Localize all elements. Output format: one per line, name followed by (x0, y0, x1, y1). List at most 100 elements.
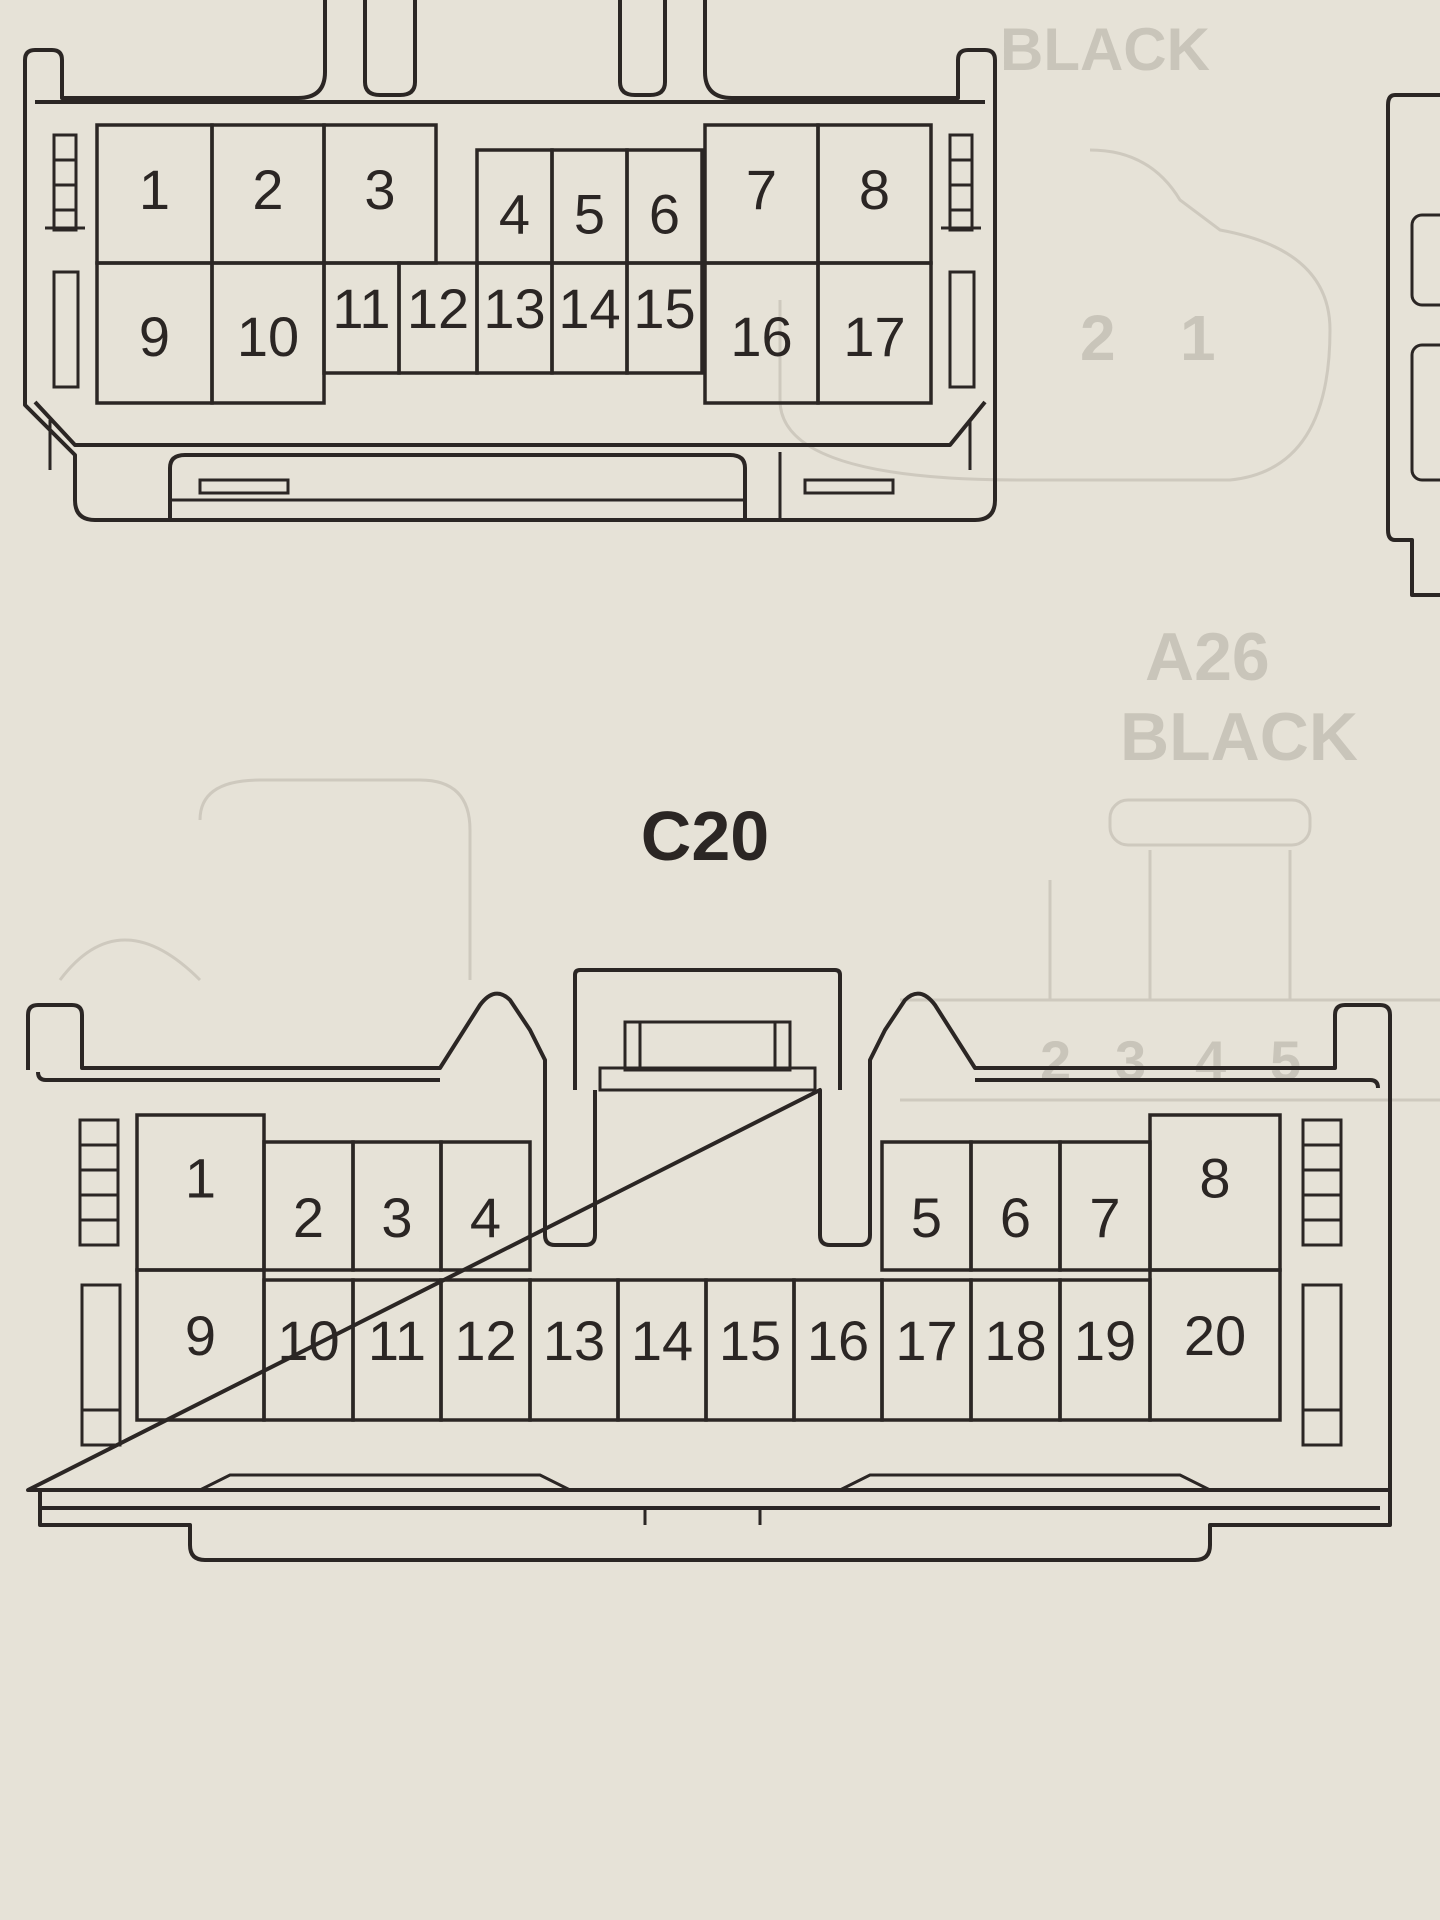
connector-c20-latch-left (78, 1118, 122, 1447)
c20-pin-12-label: 12 (454, 1309, 516, 1372)
top-pin-8-label: 8 (859, 158, 890, 221)
latch-right-slot (948, 270, 976, 389)
latch-right-ribs (941, 158, 981, 230)
top-pin-2-label: 2 (252, 158, 283, 221)
c20-pin-5: 5 (880, 1140, 973, 1272)
c20-pin-3-label: 3 (381, 1186, 412, 1249)
latch-left-ribs (80, 1143, 118, 1222)
top-pin-12: 12 (397, 261, 479, 375)
top-pin-4-label: 4 (499, 182, 530, 245)
top-pin-8: 8 (816, 123, 933, 265)
c20-pin-4-label: 4 (470, 1186, 501, 1249)
faint-a26-title: A26 (1145, 619, 1270, 695)
c20-pin-6: 6 (969, 1140, 1062, 1272)
lock-window-ribs (638, 1022, 777, 1068)
top-pin-12-label: 12 (407, 277, 469, 340)
top-pin-15-cavity (625, 261, 704, 375)
faint-top-color-label: BLACK (1000, 16, 1210, 83)
lock-window (623, 1020, 792, 1072)
top-pin-5: 5 (550, 148, 629, 265)
top-pin-17-cavity (816, 261, 933, 405)
c20-pin-4: 4 (439, 1140, 532, 1272)
connector-c20-bottom-center-mark (643, 1508, 762, 1525)
c20-pin-2: 2 (262, 1140, 355, 1272)
partial-connector-outline (1386, 93, 1440, 597)
top-pin-11-label: 11 (332, 277, 390, 340)
top-pin-14: 14 (550, 261, 629, 375)
top-pin-11: 11 (322, 261, 401, 375)
top-pin-17-label: 17 (843, 305, 905, 368)
top-pin-1: 1 (95, 123, 214, 265)
top-pin-3-label: 3 (364, 158, 395, 221)
top-pin-7: 7 (703, 123, 820, 265)
faint-row-pin-3: 3 (1115, 1029, 1146, 1092)
c20-pin-19-label: 19 (1074, 1309, 1136, 1372)
faint-pin-2: 2 (1080, 302, 1116, 374)
connector-c20-latch-right (1301, 1118, 1343, 1447)
faint-left-curve (58, 938, 202, 982)
c20-pin-9-label: 9 (185, 1304, 216, 1367)
top-pin-10-label: 10 (237, 305, 299, 368)
c20-pin-14-label: 14 (631, 1309, 693, 1372)
faint-row-pin-5: 5 (1270, 1029, 1301, 1092)
connector-c20-lock (598, 1020, 817, 1092)
c20-pin-5-label: 5 (911, 1186, 942, 1249)
c20-pin-12: 12 (439, 1278, 532, 1422)
c20-pin-13: 13 (528, 1278, 620, 1422)
connector-top-bottom-slot-left (198, 478, 290, 495)
faint-row-pin-4: 4 (1195, 1029, 1226, 1092)
connector-c20-bottom-tab-left (199, 1473, 571, 1492)
connector-top-lower-rim (33, 400, 987, 447)
latch-right-slot (1301, 1283, 1343, 1447)
faint-a26-body (900, 850, 1440, 1102)
c20-pin-17-label: 17 (895, 1309, 957, 1372)
c20-pin-18: 18 (969, 1278, 1062, 1422)
c20-pin-16: 16 (792, 1278, 884, 1422)
connector-top-bottom-slot-right (803, 478, 895, 495)
c20-pin-18-label: 18 (984, 1309, 1046, 1372)
c20-pin-1: 1 (135, 1113, 266, 1272)
partial-connector-slot-lower (1410, 343, 1440, 482)
c20-pin-7-label: 7 (1089, 1186, 1120, 1249)
latch-right-ribs (1303, 1143, 1341, 1222)
top-pin-14-label: 14 (558, 277, 620, 340)
connector-top-side-ribs (48, 420, 972, 470)
top-pin-15-label: 15 (633, 277, 695, 340)
faint-a26-color: BLACK (1120, 699, 1358, 775)
top-pin-17: 17 (816, 261, 933, 405)
c20-pin-20-label: 20 (1184, 1304, 1246, 1367)
connector-c20-rim-right (975, 1078, 1380, 1089)
c20-pin-11-label: 11 (368, 1309, 426, 1372)
c20-pin-4-cavity (439, 1140, 532, 1272)
top-pin-16: 16 (703, 261, 820, 405)
c20-pin-13-label: 13 (543, 1309, 605, 1372)
c20-pin-8: 8 (1148, 1113, 1282, 1272)
top-pin-16-label: 16 (730, 305, 792, 368)
c20-pin-19: 19 (1058, 1278, 1152, 1422)
top-pin-6-label: 6 (649, 182, 680, 245)
c20-pin-15-label: 15 (719, 1309, 781, 1372)
top-pin-3: 3 (322, 123, 438, 265)
latch-left-slot (52, 270, 80, 389)
top-pin-2: 2 (210, 123, 326, 265)
c20-pin-10-label: 10 (277, 1309, 339, 1372)
faint-row-pin-2: 2 (1040, 1029, 1071, 1092)
faint-left-shape (198, 778, 472, 980)
faint-a26-latch (1108, 798, 1312, 847)
c20-pin-11: 11 (351, 1278, 443, 1422)
top-pin-9-label: 9 (139, 305, 170, 368)
faint-connector-outline (778, 148, 1332, 482)
latch-left-frame (78, 1118, 120, 1247)
connector-top-bottom-key (168, 453, 747, 520)
top-pin-6: 6 (625, 148, 704, 265)
c20-pin-20: 20 (1148, 1268, 1282, 1422)
partial-connector-slot-upper (1410, 213, 1440, 307)
c20-pin-1-label: 1 (185, 1146, 216, 1209)
c20-pin-8-label: 8 (1199, 1146, 1230, 1209)
c20-pin-16-label: 16 (807, 1309, 869, 1372)
top-pin-10: 10 (210, 261, 326, 405)
